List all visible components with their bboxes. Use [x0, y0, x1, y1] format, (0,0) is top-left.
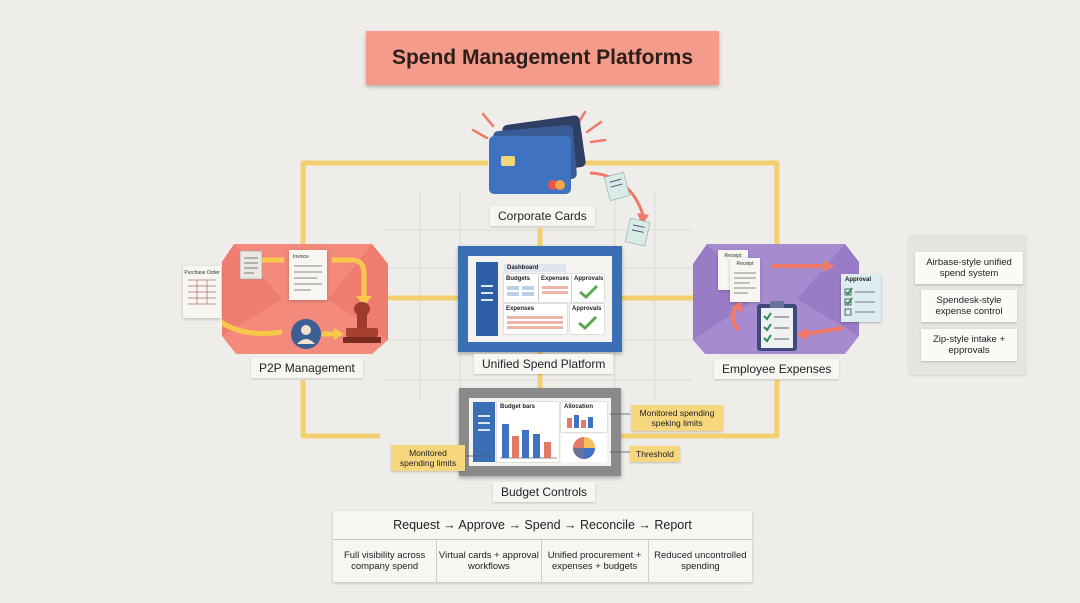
expenses-pane: Expenses: [539, 274, 571, 302]
stamp-icon: [343, 302, 381, 343]
employee-expenses-label: Employee Expenses: [714, 359, 840, 379]
monitored-spending-tag-right: Monitored spending speking limits: [631, 405, 723, 431]
expenses-title: Expenses: [541, 276, 570, 282]
benefit-visibility: Full visibility across company spend: [333, 540, 438, 582]
checkmark-icon: [579, 284, 599, 300]
budget-controls-label: Budget Controls: [493, 482, 596, 502]
example-airbase: Airbase-style unified spend system: [915, 252, 1023, 284]
receipt-doc-front: Receipt: [730, 258, 760, 302]
budget-bars-pane: Budget bars: [497, 402, 559, 462]
credit-card-icon: [471, 110, 607, 194]
benefit-reduced-spending: Reduced uncontrolled spending: [654, 550, 747, 572]
menu-icon: [473, 402, 495, 462]
person-icon: [291, 319, 321, 349]
page-title: Spend Management Platforms: [366, 31, 719, 85]
checkbox-list-icon: [844, 287, 875, 316]
allocation-pane: Allocation: [561, 402, 607, 432]
checkmark-icon: [578, 315, 598, 331]
expenses-list-pane: Expenses: [504, 304, 567, 334]
bar-chart-icon: [500, 424, 557, 459]
receipt-flow-icon: [589, 171, 651, 247]
purchase-order-title: Purchase Order: [184, 270, 220, 276]
menu-icon: [476, 262, 498, 336]
expenses-list-title: Expenses: [506, 306, 535, 312]
clipboard-checklist-icon: [757, 301, 797, 351]
corporate-cards-label: Corporate Cards: [490, 206, 595, 226]
invoice-doc: Invoice: [289, 250, 327, 300]
document-icon: [239, 250, 263, 280]
benefit-unified-procurement: Unified procurement + expenses + budgets: [542, 540, 649, 582]
monitored-spending-tag-left: Monitored spending limits: [391, 445, 465, 471]
p2p-management-label: P2P Management: [251, 358, 363, 378]
dashboard-header: Dashboard: [504, 264, 566, 272]
pie-chart-icon: [561, 434, 607, 462]
invoice-title: Invoice: [293, 254, 309, 260]
example-spendesk: Spendesk-style expense control: [921, 290, 1017, 322]
receipt-front-title: Receipt: [736, 261, 754, 267]
approvals-title: Approvals: [574, 276, 604, 282]
threshold-tag: Threshold: [630, 446, 680, 462]
example-zip: Zip-style intake + epprovals: [921, 329, 1017, 361]
budget-bars-title: Budget bars: [500, 404, 536, 410]
purchase-order-doc: Purchase Order: [183, 266, 221, 318]
process-flow-banner: Request → Approve → Spend → Reconcile → …: [333, 511, 752, 539]
allocation-title: Allocation: [564, 404, 594, 410]
budgets-pane: Budgets: [504, 274, 538, 302]
approvals-pane: Approvals: [572, 274, 604, 302]
receipt-back-title: Receipt: [724, 253, 742, 259]
benefit-virtual-cards: Virtual cards + approval workflows: [437, 540, 542, 582]
callout-lines: [456, 413, 632, 457]
approval-card: Approval: [841, 274, 881, 322]
budgets-title: Budgets: [506, 276, 530, 282]
benefits-row: Full visibility across company spend Vir…: [333, 540, 752, 582]
approval-title: Approval: [845, 277, 872, 283]
approvals-list-pane: Approvals: [570, 304, 604, 334]
unified-spend-platform-label: Unified Spend Platform: [474, 354, 614, 374]
approvals-list-title: Approvals: [572, 306, 602, 312]
